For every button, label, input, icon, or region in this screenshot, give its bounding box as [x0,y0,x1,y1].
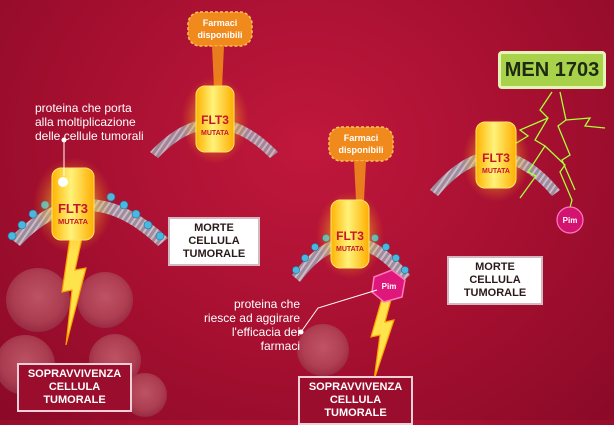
flt3-receptor-1: FLT3 MUTATA [33,157,113,253]
outcome-death-1: MORTE CELLULA TUMORALE [168,217,260,266]
receptor-4-line1: FLT3 [482,151,510,165]
receptor-2-line1: FLT3 [201,113,229,127]
receptor-1-line2: MUTATA [58,217,89,226]
flt3-receptor-2: FLT3 MUTATA [181,76,249,164]
receptor-3-line2: MUTATA [336,246,364,253]
receptor-3-line1: FLT3 [336,229,364,243]
drug-blob-1: Farmaci disponibili [187,11,253,88]
outcome-survival-1: SOPRAVVIVENZA CELLULA TUMORALE [17,363,132,412]
receptor-1-marker [58,177,68,187]
receptor-2-line2: MUTATA [201,130,229,137]
annotation-pointers [61,137,378,335]
drug-label-line1: Farmaci [344,133,379,143]
receptor-4-line2: MUTATA [482,168,510,175]
signal-bolt-2 [370,294,395,381]
pim-protein-2: Pim [556,206,584,234]
outcome-death-2: MORTE CELLULA TUMORALE [447,256,543,305]
pim-label-1: Pim [382,282,397,291]
flt3-receptor-4: FLT3 MUTATA [462,118,530,202]
outcome-survival-2: SOPRAVVIVENZA CELLULA TUMORALE [298,376,413,425]
drug-label-line2: disponibili [339,145,384,155]
annotation-flt3: proteina che porta alla moltiplicazione … [35,101,144,143]
men-1703-drug-label: MEN 1703 [498,51,606,89]
flt3-receptor-3: FLT3 MUTATA [316,191,384,279]
drug-blob-2: Farmaci disponibili [328,126,394,200]
receptor-1-line1: FLT3 [58,201,88,216]
drug-label-line1: Farmaci [203,18,238,28]
annotation-pim: proteina che riesce ad aggirare l'effica… [203,297,300,353]
pim-label-2: Pim [563,216,578,225]
drug-label-line2: disponibili [198,30,243,40]
